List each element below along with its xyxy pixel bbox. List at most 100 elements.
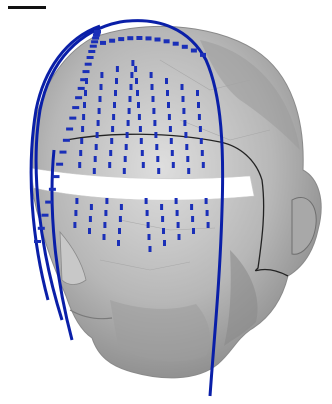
electrode-dot [88,50,95,53]
electrode-dot [176,210,179,216]
electrode-dot [75,198,78,204]
electrode-dot [75,96,82,99]
electrode-dot [155,38,161,42]
electrode-dot [87,56,94,59]
electrode-dot [115,78,118,84]
electrode-dot [94,156,97,162]
electrode-dot [97,120,100,126]
electrode-dot [119,216,122,222]
electrode-dot [154,132,157,138]
electrode-dot [171,150,174,156]
electrode-dot [134,66,137,72]
electrode-dot [167,102,170,108]
electrode-dot [118,228,121,234]
electrode-dot [92,37,99,40]
electrode-dot [69,117,76,120]
electrode-dot [112,114,115,120]
electrode-dot [202,162,205,168]
electrode-dot [98,108,101,114]
electrode-dot [94,30,101,33]
electrode-dot [172,162,175,168]
electrode-dot [42,214,49,217]
electrode-dot [49,188,56,191]
electrode-dot [111,126,114,132]
electrode-dot [145,198,148,204]
electrode-dot [201,150,204,156]
electrode-dot [113,102,116,108]
electrode-dot [126,132,129,138]
electrode-dot [93,168,96,174]
electrode-dot [138,114,141,120]
electrode-dot [149,246,152,252]
electrode-dot [198,114,201,120]
electrode-dot [148,234,151,240]
electrode-dot [161,216,164,222]
electrode-dot [184,132,187,138]
electrode-dot [83,70,90,73]
electrode-dot [183,120,186,126]
electrode-dot [200,53,206,57]
electrode-dot [123,168,126,174]
electrode-dot [105,198,108,204]
electrode-dot [104,210,107,216]
electrode-dot [182,45,188,49]
electrode-dot [72,106,79,109]
electrode-dot [152,96,155,102]
electrode-dot [187,168,190,174]
electrode-dot [109,39,115,43]
electrode-dot [116,66,119,72]
electrode-dot [129,96,132,102]
electrode-dot [191,49,197,53]
electrode-dot [114,90,117,96]
electrode-dot [90,204,93,210]
electrode-dot [85,78,88,84]
electrode-dot [136,90,139,96]
electrode-dot [192,228,195,234]
electrode-dot [197,102,200,108]
electrode-dot [146,210,149,216]
electrode-dot [96,132,99,138]
electrode-dot [140,138,143,144]
electrode-dot [162,228,165,234]
electrode-dot [155,144,158,150]
electrode-dot [191,216,194,222]
electrode-dot [207,222,210,228]
electrode-dot [120,204,123,210]
electrode-dot [142,162,145,168]
electrode-dot [110,138,113,144]
electrode-dot [147,222,150,228]
electrode-dot [200,138,203,144]
electrode-dot [85,63,92,66]
electrode-dot [190,204,193,210]
electrode-dot [100,72,103,78]
electrode-dot [185,144,188,150]
electrode-dot [78,162,81,168]
electrode-dot [90,45,97,48]
electrode-dot [128,108,131,114]
electrode-dot [164,39,170,43]
electrode-dot [206,210,209,216]
electrode-dot [108,162,111,168]
electrode-dot [165,78,168,84]
electrode-dot [178,234,181,240]
electrode-dot [186,156,189,162]
electrode-dot [82,114,85,120]
electrode-dot [177,222,180,228]
electrode-dot [125,144,128,150]
electrode-dot [127,120,130,126]
electrode-dot [95,144,98,150]
electrode-dot [156,156,159,162]
electrode-dot [152,108,155,114]
electrode-dot [181,84,184,90]
electrode-dot [56,163,63,166]
electrode-dot [196,90,199,96]
electrode-dot [130,72,133,78]
electrode-dot [45,201,52,204]
electrode-dot [135,78,138,84]
electrode-dot [141,150,144,156]
electrode-dot [157,168,160,174]
electrode-dot [166,90,169,96]
electrode-dot [170,138,173,144]
electrode-dot [60,151,67,154]
